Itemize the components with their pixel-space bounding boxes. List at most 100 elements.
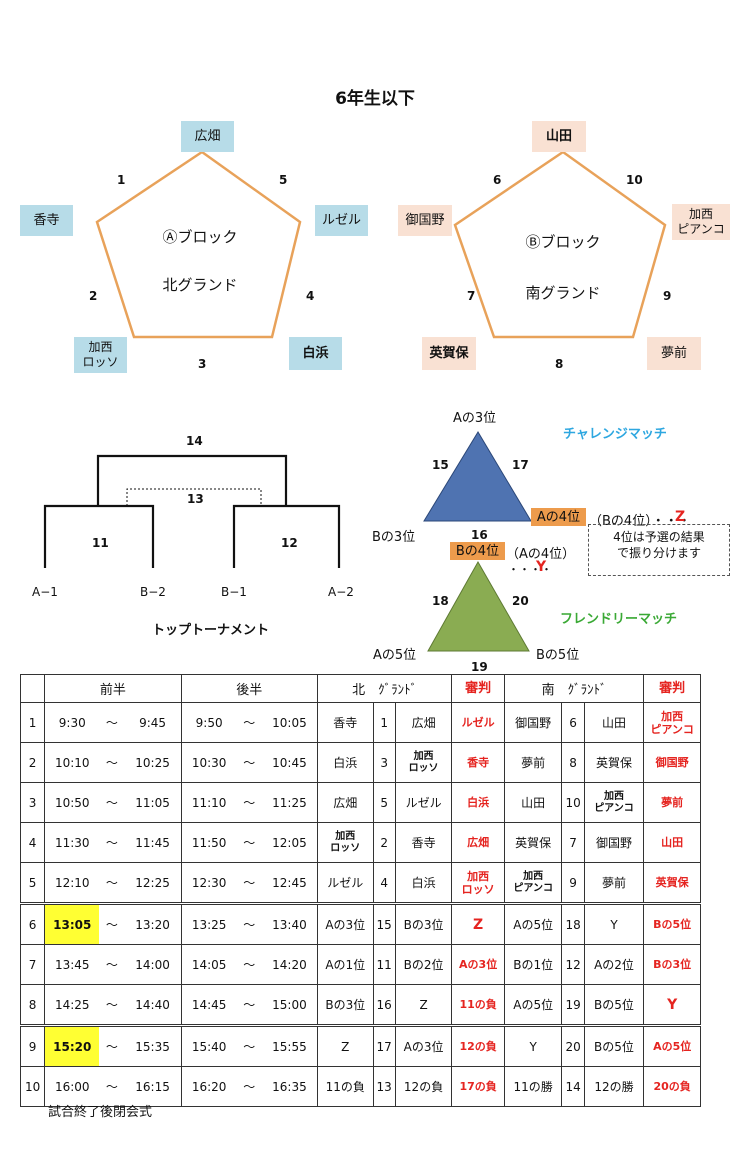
cell-no: 5 bbox=[19, 862, 46, 904]
cell-s-1: Aの5位 bbox=[503, 902, 563, 945]
cell-no: 2 bbox=[19, 742, 46, 783]
cell-e2: 10:45 bbox=[261, 742, 318, 783]
cell-n1: ルゼル bbox=[317, 862, 374, 904]
cell-n2: 加西 ロッソ bbox=[394, 742, 453, 783]
cell-e2: 12:45 bbox=[261, 862, 318, 904]
team-mikunino: 御国野 bbox=[398, 205, 452, 236]
page-title: 6年生以下 bbox=[335, 89, 415, 109]
cell-s-2: 山田 bbox=[583, 702, 645, 743]
friendly-top-mark: Y bbox=[536, 559, 547, 575]
edge-1: 1 bbox=[117, 173, 126, 187]
cell-s-2: Aの2位 bbox=[583, 944, 645, 985]
cell-sn: 9 bbox=[561, 862, 585, 904]
block-b-name: Ⓑブロック bbox=[525, 233, 601, 251]
cell-ref: Aの3位 bbox=[451, 944, 505, 985]
cell-n2: 12の負 bbox=[394, 1066, 453, 1107]
edge-2: 2 bbox=[89, 289, 98, 303]
block-b-ground: 南グランド bbox=[525, 284, 601, 302]
cell-ref2: Bの5位 bbox=[643, 902, 701, 945]
cell-e1: 16:15 bbox=[124, 1066, 182, 1107]
cell-e2: 15:55 bbox=[261, 1024, 318, 1067]
cell-s-2: 12の勝 bbox=[583, 1066, 645, 1107]
cell-n2: Aの3位 bbox=[394, 1024, 453, 1067]
tournament-bracket bbox=[43, 454, 341, 568]
cell-n1: 香寺 bbox=[317, 702, 374, 743]
tilde-cell: ～ bbox=[99, 984, 125, 1026]
tilde-cell: ～ bbox=[236, 782, 262, 823]
cell-e1: 11:45 bbox=[124, 822, 182, 863]
tilde-cell: ～ bbox=[236, 862, 262, 904]
cell-s1: 9:30 bbox=[44, 702, 100, 743]
cell-s-2: 御国野 bbox=[583, 822, 645, 863]
cell-s-1: 夢前 bbox=[503, 742, 563, 783]
cell-sn: 20 bbox=[561, 1024, 585, 1067]
cell-ref2: Y bbox=[643, 984, 701, 1026]
cell-no: 4 bbox=[19, 822, 46, 863]
cell-e2: 12:05 bbox=[261, 822, 318, 863]
edge-18: 18 bbox=[432, 594, 449, 608]
challenge-triangle bbox=[423, 431, 532, 522]
friendly-top-box: Bの4位 bbox=[450, 542, 505, 560]
cell-s2: 14:05 bbox=[180, 944, 237, 985]
cell-s-1: 英賀保 bbox=[503, 822, 563, 863]
cell-s2: 13:25 bbox=[180, 902, 237, 945]
challenge-title: チャレンジマッチ bbox=[563, 427, 667, 442]
cell-nn: 15 bbox=[372, 902, 396, 945]
cell-nn: 4 bbox=[372, 862, 396, 904]
cell-n1: Aの1位 bbox=[317, 944, 374, 985]
tilde-cell: ～ bbox=[236, 902, 262, 945]
challenge-right-mark: Z bbox=[675, 509, 686, 525]
edge-15: 15 bbox=[432, 458, 449, 472]
edge-20: 20 bbox=[512, 594, 529, 608]
cell-e2: 14:20 bbox=[261, 944, 318, 985]
cell-ref: 11の負 bbox=[451, 984, 505, 1026]
edge-5: 5 bbox=[279, 173, 288, 187]
cell-nn: 5 bbox=[372, 782, 396, 823]
tilde-cell: ～ bbox=[236, 1066, 262, 1107]
cell-s-1: Aの5位 bbox=[503, 984, 563, 1026]
team-koudera: 香寺 bbox=[20, 205, 73, 236]
cell-s-1: 加西 ピアンコ bbox=[503, 862, 563, 904]
cell-s2: 16:20 bbox=[180, 1066, 237, 1107]
cell-e2: 11:25 bbox=[261, 782, 318, 823]
cell-sn: 19 bbox=[561, 984, 585, 1026]
cell-s-2: 加西 ピアンコ bbox=[583, 782, 645, 823]
cell-n2: 白浜 bbox=[394, 862, 453, 904]
cell-sn: 14 bbox=[561, 1066, 585, 1107]
cell-e2: 10:05 bbox=[261, 702, 318, 743]
cell-s-1: Y bbox=[503, 1024, 563, 1067]
edge-10: 10 bbox=[626, 173, 643, 187]
leaf-b1: B−1 bbox=[221, 585, 247, 599]
tilde-cell: ～ bbox=[236, 702, 262, 743]
cell-n1: Z bbox=[317, 1024, 374, 1067]
cell-n2: Bの2位 bbox=[394, 944, 453, 985]
cell-nn: 11 bbox=[372, 944, 396, 985]
challenge-top: Aの3位 bbox=[453, 411, 497, 426]
challenge-right-box: Aの4位 bbox=[531, 508, 586, 526]
cell-s2: 11:50 bbox=[180, 822, 237, 863]
cell-sn: 6 bbox=[561, 702, 585, 743]
cell-s-1: 11の勝 bbox=[503, 1066, 563, 1107]
cell-n2: 広畑 bbox=[394, 702, 453, 743]
note-line-1: 4位は予選の結果 bbox=[613, 530, 705, 544]
cell-s1: 15:20 bbox=[44, 1024, 100, 1067]
note-line-2: で振り分けます bbox=[616, 546, 701, 560]
cell-s1: 11:30 bbox=[44, 822, 100, 863]
cell-s1: 16:00 bbox=[44, 1066, 100, 1107]
tilde-cell: ～ bbox=[236, 984, 262, 1026]
edge-6: 6 bbox=[493, 173, 502, 187]
cell-n2: ルゼル bbox=[394, 782, 453, 823]
team-agaho: 英賀保 bbox=[422, 337, 476, 370]
cell-nn: 13 bbox=[372, 1066, 396, 1107]
block-a-name: Ⓐブロック bbox=[162, 228, 238, 246]
cell-s-2: Bの5位 bbox=[583, 1024, 645, 1067]
cell-s1: 13:45 bbox=[44, 944, 100, 985]
cell-no: 6 bbox=[19, 902, 46, 945]
cell-s-2: 夢前 bbox=[583, 862, 645, 904]
header-north: 北 ｸﾞﾗﾝﾄﾞ bbox=[316, 674, 453, 703]
cell-sn: 12 bbox=[561, 944, 585, 985]
